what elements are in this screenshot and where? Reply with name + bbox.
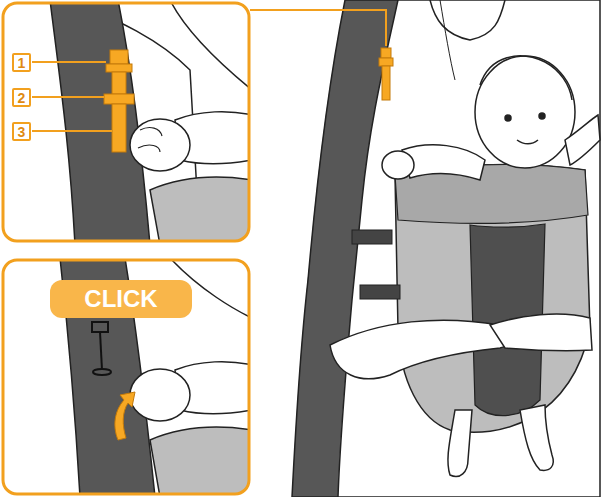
chest-buckle xyxy=(379,48,393,100)
side-buckle xyxy=(360,285,400,299)
carrier-panel xyxy=(395,165,590,433)
mother-hands xyxy=(330,314,592,379)
click-label: CLICK xyxy=(84,285,157,313)
baby-figure xyxy=(382,56,600,477)
callout-number: 1 xyxy=(12,53,31,72)
inset-pointer xyxy=(250,10,386,46)
callout-text: 1 xyxy=(18,55,26,71)
callout-number: 2 xyxy=(12,88,31,107)
detail-inset-bottom xyxy=(3,260,249,494)
detail-inset-top xyxy=(3,3,249,241)
callout-text: 2 xyxy=(18,90,26,106)
callout-text: 3 xyxy=(18,124,26,140)
callout-number: 3 xyxy=(12,122,31,141)
side-buckle xyxy=(352,230,392,244)
click-badge: CLICK xyxy=(50,280,192,318)
inset-frame xyxy=(3,260,249,494)
inset-frame xyxy=(3,3,249,241)
shoulder-strap xyxy=(292,0,398,497)
